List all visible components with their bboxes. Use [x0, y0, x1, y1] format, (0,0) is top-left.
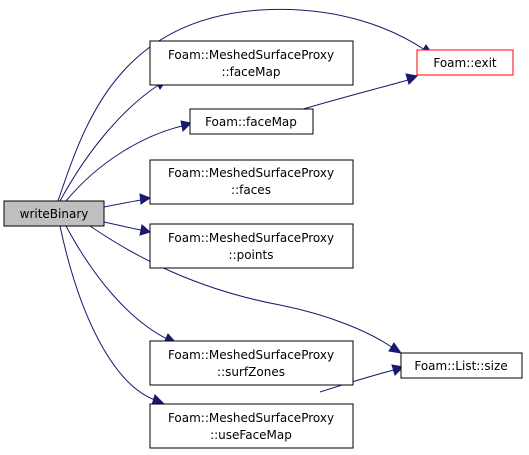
node-proxy-face-map[interactable]: Foam::MeshedSurfaceProxy ::faceMap [149, 40, 354, 86]
node-proxy-points-line1: Foam::MeshedSurfaceProxy [168, 231, 334, 245]
edge-writebinary-to-proxy-facemap [59, 83, 161, 202]
edge-arrow-list-size [388, 342, 403, 354]
node-proxy-surf-zones-line1: Foam::MeshedSurfaceProxy [168, 348, 334, 362]
edge-writebinary-to-foam-facemap [65, 125, 183, 202]
node-proxy-points[interactable]: Foam::MeshedSurfaceProxy ::points [149, 223, 354, 269]
edge-arrow-points [139, 224, 152, 236]
node-proxy-faces-line1: Foam::MeshedSurfaceProxy [168, 166, 334, 180]
edge-writebinary-to-surfzones [65, 225, 168, 340]
node-foam-exit-label: Foam::exit [433, 56, 497, 70]
node-proxy-surf-zones-line2: ::surfZones [217, 365, 285, 379]
node-proxy-use-face-map[interactable]: Foam::MeshedSurfaceProxy ::useFaceMap [149, 403, 354, 449]
edge-arrow-faces [139, 193, 152, 205]
edge-foam-facemap-to-exit [299, 79, 409, 111]
edge-writebinary-to-list-size [89, 225, 394, 349]
node-proxy-faces[interactable]: Foam::MeshedSurfaceProxy ::faces [149, 159, 354, 205]
edge-writebinary-to-faces [103, 199, 142, 208]
edge-arrow-foam-facemap [180, 120, 193, 133]
edge-writebinary-to-usefacemap [59, 225, 156, 401]
node-foam-face-map[interactable]: Foam::faceMap [189, 108, 314, 135]
node-proxy-faces-line2: ::faces [231, 183, 271, 197]
edge-writebinary-to-points [103, 221, 142, 231]
edge-arrow-exit-2 [405, 73, 419, 85]
node-proxy-use-face-map-line2: ::useFaceMap [210, 428, 292, 442]
edge-arrow-list-size-2 [391, 364, 405, 376]
node-list-size-label: Foam::List::size [414, 359, 507, 373]
node-write-binary-label: writeBinary [20, 207, 89, 221]
node-proxy-use-face-map-line1: Foam::MeshedSurfaceProxy [168, 411, 334, 425]
node-proxy-face-map-line2: ::faceMap [222, 65, 281, 79]
node-write-binary[interactable]: writeBinary [3, 200, 105, 227]
node-proxy-face-map-line1: Foam::MeshedSurfaceProxy [168, 48, 334, 62]
edge-writebinary-to-exit [57, 8, 426, 202]
node-foam-face-map-label: Foam::faceMap [205, 115, 297, 129]
node-proxy-points-line2: ::points [229, 248, 274, 262]
node-proxy-surf-zones[interactable]: Foam::MeshedSurfaceProxy ::surfZones [149, 340, 354, 386]
edge-usefacemap-to-list-size [319, 369, 395, 393]
node-list-size[interactable]: Foam::List::size [400, 352, 523, 379]
node-foam-exit[interactable]: Foam::exit [416, 49, 514, 76]
